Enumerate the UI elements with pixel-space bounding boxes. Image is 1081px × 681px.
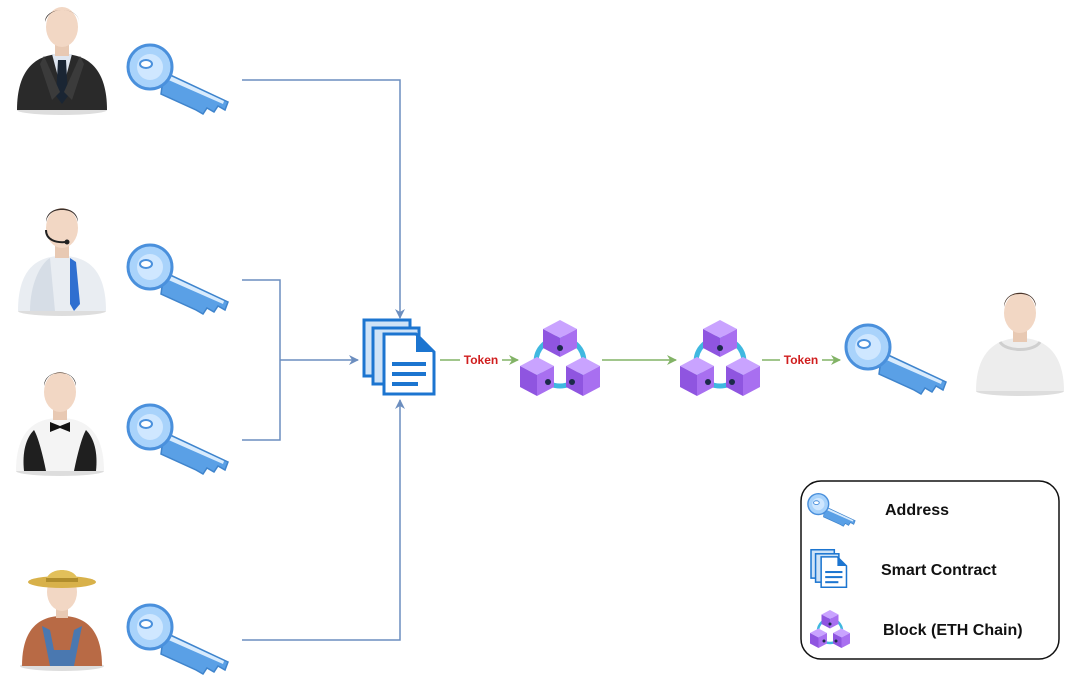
token-label: Token <box>784 353 818 367</box>
cube-cluster-icon <box>520 320 600 396</box>
document-stack-icon <box>362 318 436 396</box>
waiter-avatar <box>16 372 104 476</box>
connector-mid-upper <box>242 279 281 360</box>
connector-lines <box>242 79 405 641</box>
key-icon <box>126 403 230 476</box>
call-agent-avatar <box>18 208 106 316</box>
key-icon <box>126 243 230 316</box>
legend-label-contract: Smart Contract <box>881 562 997 579</box>
connector-bottom <box>242 399 405 641</box>
farmer-avatar <box>20 570 104 671</box>
businessman-avatar <box>17 7 107 115</box>
legend-label-address: Address <box>885 502 949 519</box>
legend: Address Smart Contract Block (ETH Chain) <box>800 480 1060 660</box>
key-icon <box>126 43 230 116</box>
token-label: Token <box>464 353 498 367</box>
user-avatar <box>976 292 1064 396</box>
connector-top <box>242 79 405 319</box>
key-icon <box>126 603 230 676</box>
connector-mid-lower <box>242 360 281 441</box>
key-icon <box>844 323 948 396</box>
legend-label-block: Block (ETH Chain) <box>883 622 1023 639</box>
cube-cluster-icon <box>680 320 760 396</box>
legend-box <box>800 480 1060 660</box>
